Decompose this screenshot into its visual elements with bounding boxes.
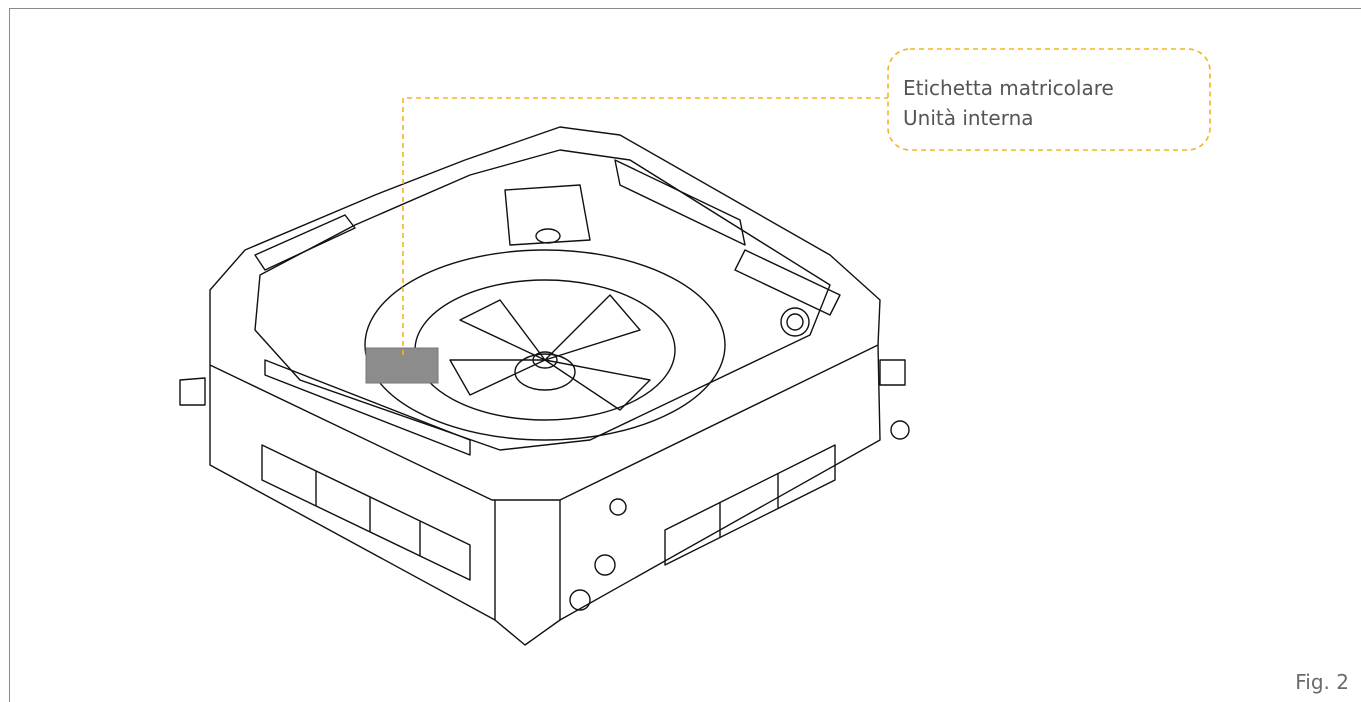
unit-bottom-edge — [494, 619, 561, 646]
pipe-connection — [890, 420, 910, 440]
callout-line-1: Etichetta matricolare — [903, 76, 1114, 100]
drain-plug-inner — [786, 313, 804, 331]
fan-blade — [544, 359, 651, 411]
fan-hub — [514, 353, 576, 391]
unit-top-outline — [209, 126, 881, 501]
fan-ring-inner — [414, 279, 676, 421]
air-outlet-front — [264, 359, 471, 456]
unit-left-side — [209, 365, 496, 621]
unit-right-side — [559, 344, 881, 621]
drain-plug-outer — [780, 307, 810, 337]
mount-bracket-left — [179, 377, 206, 406]
motor-knob — [535, 228, 561, 244]
figure-number: Fig. 2 — [1295, 670, 1349, 694]
pipe-connection — [609, 498, 627, 516]
grille-left — [261, 444, 471, 581]
pipe-connection — [569, 589, 591, 611]
air-outlet-top-right — [614, 159, 746, 246]
fan-ring-outer — [364, 249, 726, 441]
frame-border-top — [9, 8, 1361, 9]
frame-border-left — [9, 8, 10, 702]
rating-label-patch — [365, 347, 439, 384]
fan-blade — [459, 299, 546, 361]
motor-block — [504, 184, 591, 246]
fan-blade — [449, 359, 546, 396]
callout-leader-line — [402, 97, 888, 355]
mount-bracket-right — [879, 359, 906, 386]
callout-label: Etichetta matricolare Unità interna — [903, 73, 1203, 133]
air-outlet-top-left — [254, 214, 356, 271]
fan-blade — [544, 294, 641, 361]
air-outlet-right — [734, 249, 841, 316]
pipe-connection — [594, 554, 616, 576]
callout-line-2: Unità interna — [903, 106, 1034, 130]
callout-bubble — [887, 48, 1211, 151]
